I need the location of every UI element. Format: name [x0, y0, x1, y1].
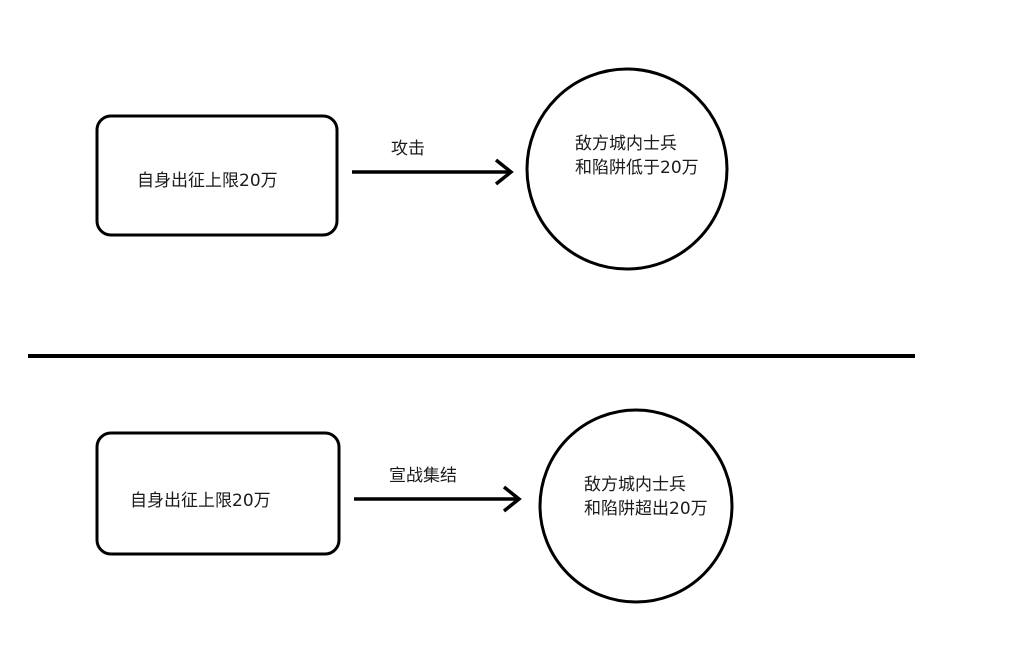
top-circle-label: 敌方城内士兵 和陷阱低于20万	[575, 132, 699, 180]
top-box-label: 自身出征上限20万	[137, 171, 278, 191]
top-circle-line-2: 和陷阱低于20万	[575, 158, 699, 178]
bottom-circle-label: 敌方城内士兵 和陷阱超出20万	[584, 473, 708, 521]
bottom-circle-line-1: 敌方城内士兵	[584, 475, 686, 495]
top-arrow-label: 攻击	[391, 139, 425, 159]
bottom-arrow-head	[502, 485, 522, 513]
bottom-circle-line-2: 和陷阱超出20万	[584, 499, 708, 519]
bottom-target-circle	[538, 408, 734, 604]
bottom-source-box	[95, 431, 341, 556]
bottom-arrow-label: 宣战集结	[389, 466, 457, 486]
top-circle-line-1: 敌方城内士兵	[575, 134, 677, 154]
top-target-circle	[525, 67, 729, 271]
top-arrow-head	[494, 158, 514, 186]
top-source-box	[95, 114, 339, 237]
bottom-box-label: 自身出征上限20万	[130, 491, 271, 511]
